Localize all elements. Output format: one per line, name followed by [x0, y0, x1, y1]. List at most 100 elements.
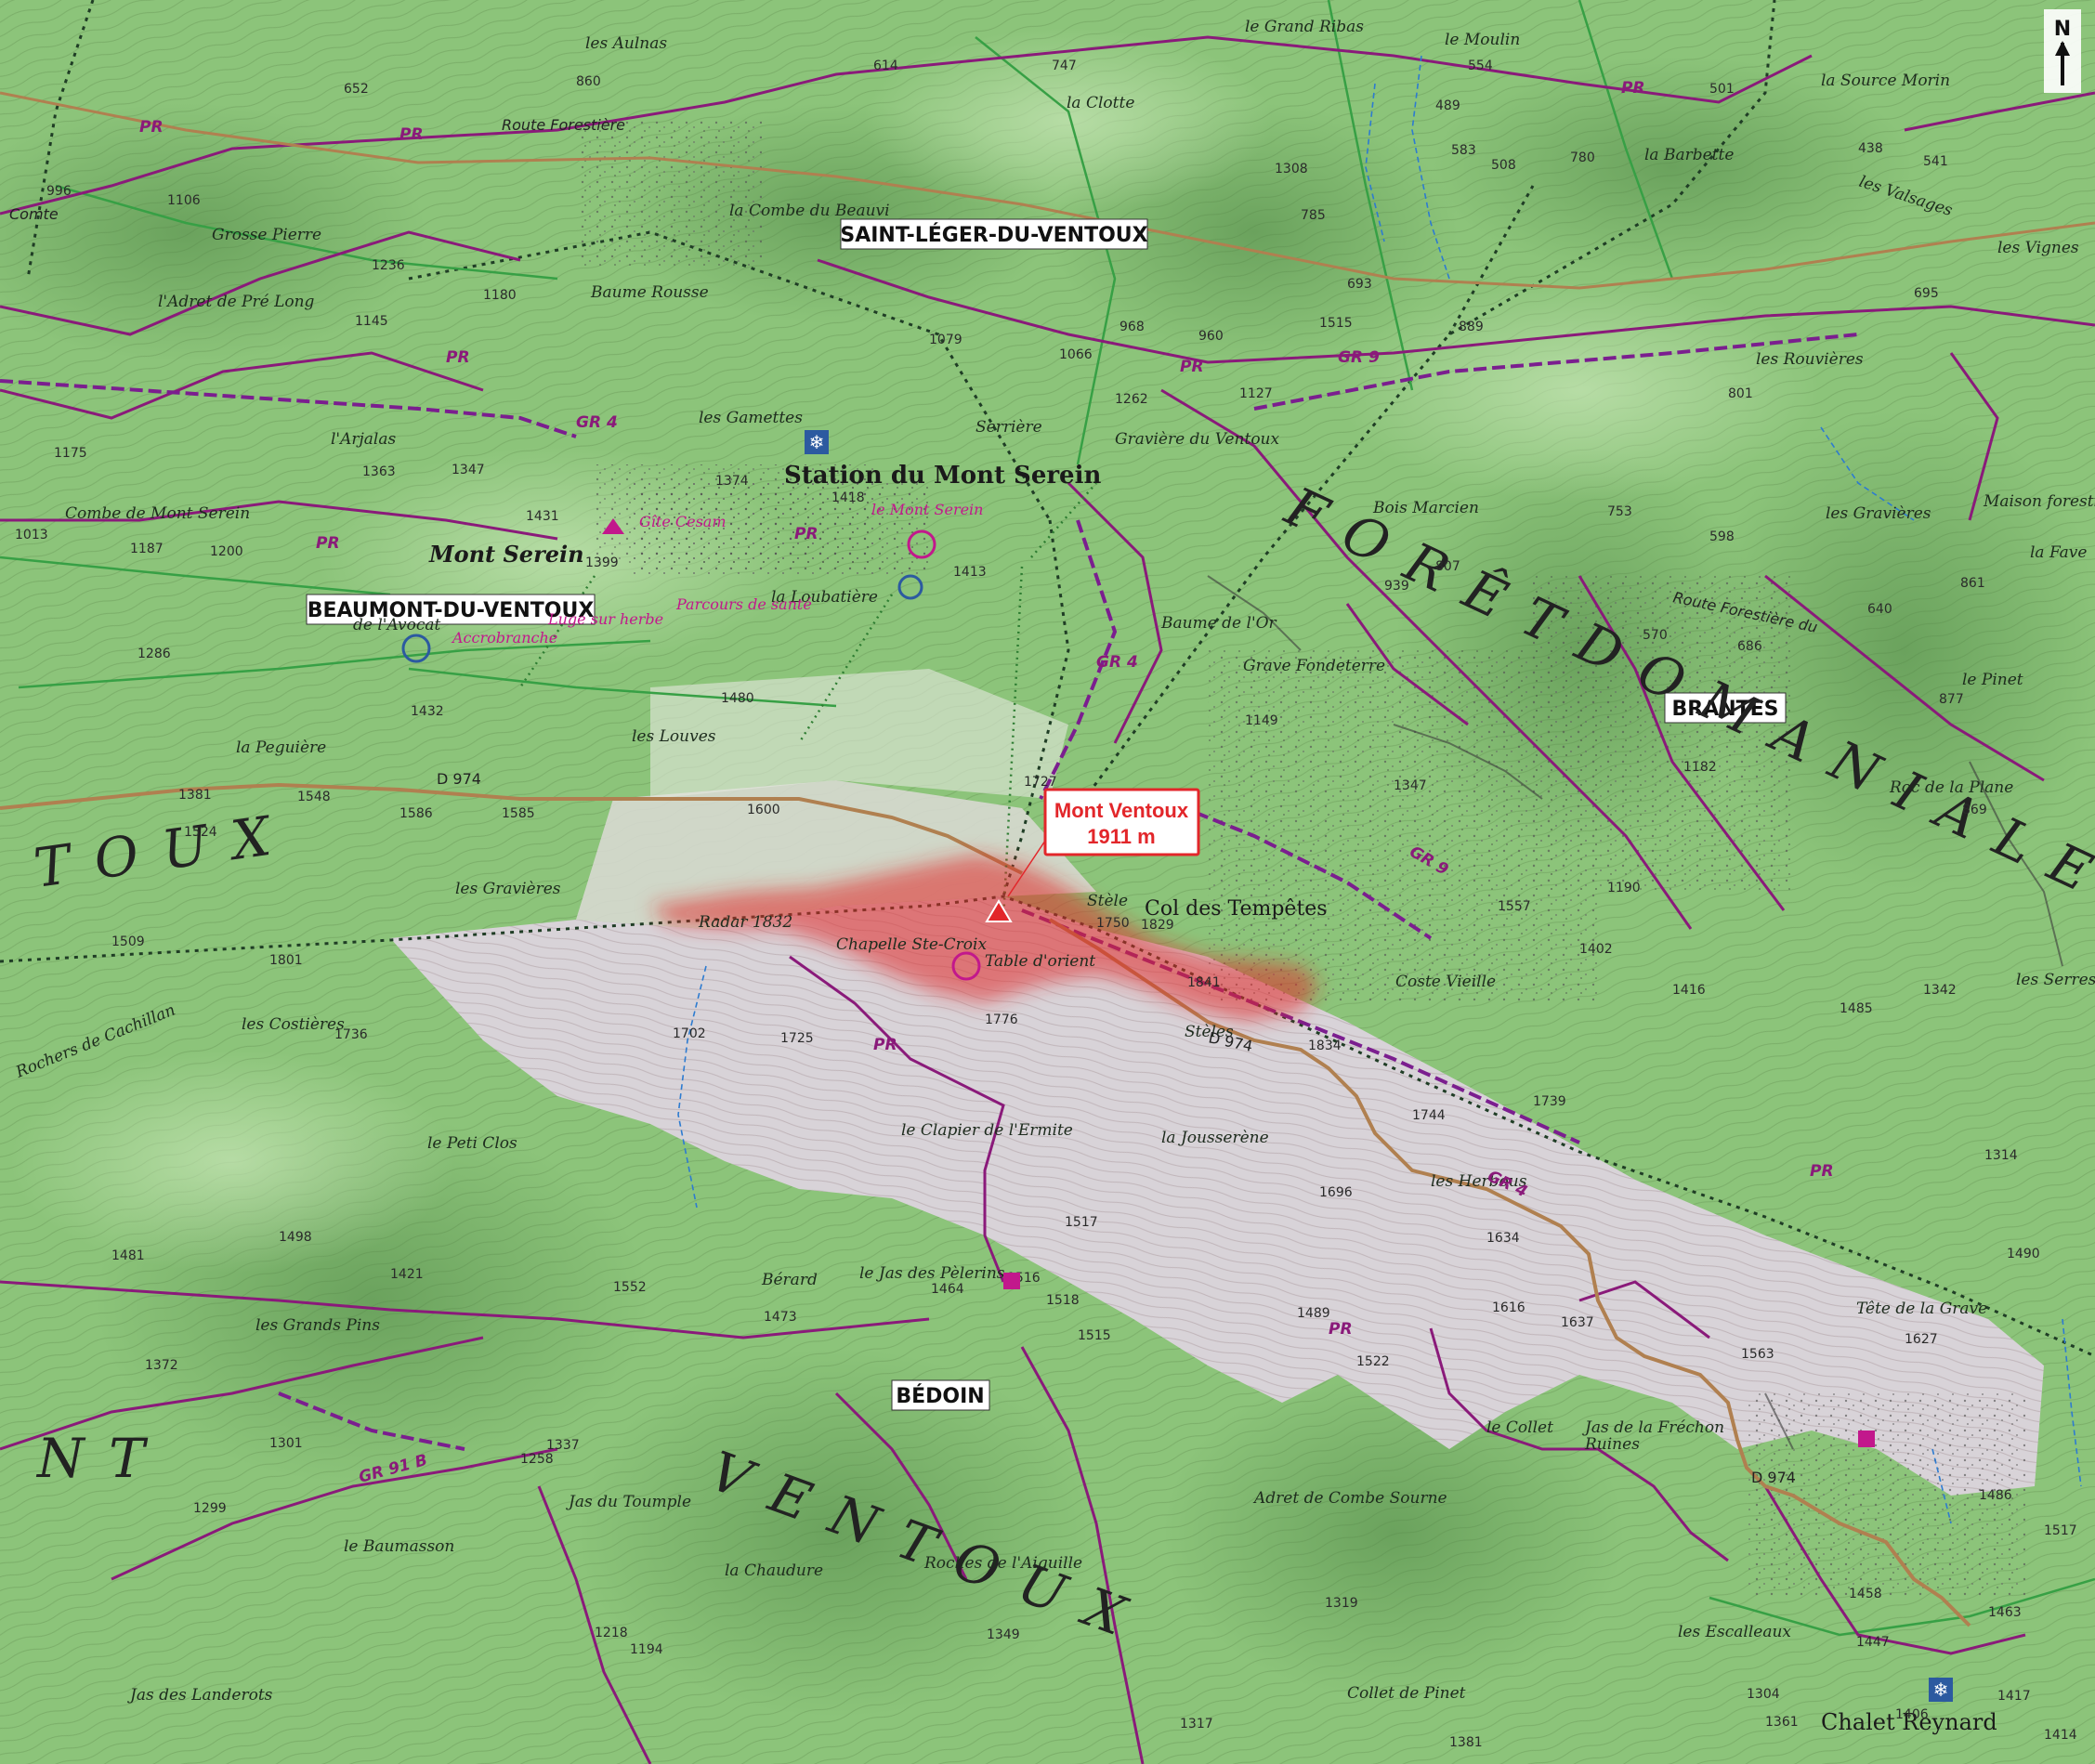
- elevation-label: 1841: [1187, 975, 1221, 990]
- elevation-label: 1413: [953, 565, 987, 580]
- svg-text:PR: PR: [446, 348, 470, 367]
- elevation-label: 1372: [145, 1358, 178, 1373]
- station-mont-serein: Station du Mont Serein: [784, 462, 1101, 490]
- elevation-label: 968: [1120, 320, 1145, 334]
- svg-text:Stèles: Stèles: [1185, 1023, 1234, 1041]
- ski-lifts: [518, 482, 1097, 921]
- svg-text:la Source Morin: la Source Morin: [1821, 72, 1950, 90]
- gite-icon: [602, 518, 624, 534]
- elevation-label: 1361: [1765, 1715, 1799, 1730]
- elevation-label: 640: [1867, 602, 1892, 617]
- elevation-label: 1702: [673, 1026, 706, 1041]
- svg-text:Bérard: Bérard: [761, 1271, 818, 1289]
- elevation-label: 1299: [193, 1501, 227, 1516]
- svg-text:Jas des Landerots: Jas des Landerots: [127, 1686, 273, 1705]
- svg-text:Table d'orient: Table d'orient: [985, 952, 1095, 971]
- elevation-label: 1834: [1308, 1039, 1342, 1053]
- elevation-label: 1498: [279, 1230, 312, 1245]
- svg-text:Route Forestière: Route Forestière: [502, 116, 625, 134]
- svg-text:PR: PR: [1329, 1320, 1353, 1339]
- elevation-label: 541: [1923, 154, 1948, 169]
- elevation-label: 860: [576, 74, 601, 89]
- elevation-label: 1106: [167, 193, 201, 208]
- elevation-label: 1218: [595, 1626, 628, 1640]
- chapel-icon: [1003, 1273, 1020, 1289]
- elevation-label: 1301: [269, 1436, 303, 1451]
- mont-serein: Mont Serein: [428, 541, 584, 568]
- elevation-label: 1801: [269, 953, 303, 968]
- elevation-label: 1522: [1356, 1354, 1390, 1369]
- summit-elevation: 1911 m: [1087, 825, 1155, 848]
- elevation-label: 1314: [1984, 1148, 2018, 1163]
- green-lines: [0, 0, 2095, 1637]
- svg-text:la Peguière: la Peguière: [236, 738, 326, 757]
- svg-text:❄: ❄: [809, 431, 825, 453]
- elevation-label: 1637: [1561, 1315, 1594, 1330]
- svg-text:PR: PR: [139, 118, 164, 137]
- elevation-label: 1349: [987, 1627, 1020, 1642]
- elevation-label: 1517: [2044, 1523, 2077, 1538]
- elevation-label: 1145: [355, 314, 388, 329]
- elevation-label: 1418: [831, 490, 865, 505]
- elevation-label: 1515: [1078, 1328, 1111, 1343]
- elevation-label: 889: [1459, 320, 1484, 334]
- svg-text:D 974: D 974: [437, 770, 481, 788]
- svg-text:Grosse Pierre: Grosse Pierre: [212, 226, 321, 244]
- elevation-label: 1421: [390, 1267, 424, 1282]
- water-lines: [677, 55, 2082, 1524]
- elevation-label: 1509: [111, 934, 145, 949]
- elevation-label: 1548: [297, 790, 331, 804]
- ski-lift-icon: [401, 634, 431, 663]
- col-des-tempetes: Col des Tempêtes: [1145, 897, 1328, 921]
- svg-text:N: N: [2054, 18, 2071, 41]
- elevation-label: 1515: [1319, 316, 1353, 331]
- svg-text:le Jas des Pèlerins: le Jas des Pèlerins: [859, 1264, 1005, 1283]
- elevation-label: 1347: [452, 463, 485, 477]
- chalet-reynard: Chalet Reynard: [1821, 1709, 1997, 1735]
- elevation-label: 1750: [1096, 916, 1130, 931]
- svg-text:le Mont Serein: le Mont Serein: [871, 501, 983, 518]
- svg-text:les Louves: les Louves: [632, 727, 716, 746]
- elevation-label: 583: [1451, 143, 1476, 158]
- elevation-label: 554: [1468, 59, 1493, 73]
- svg-text:Jas de la Fréchon: Jas de la Fréchon: [1582, 1418, 1724, 1437]
- elevation-label: 1374: [715, 474, 749, 489]
- svg-text:GR 4: GR 4: [576, 413, 618, 432]
- elevation-label: 1258: [520, 1452, 554, 1467]
- svg-text:la Fave: la Fave: [2030, 543, 2087, 562]
- elevation-label: 1236: [372, 258, 405, 273]
- elevation-label: 1489: [1297, 1306, 1330, 1321]
- svg-text:la Loubatière: la Loubatière: [771, 588, 878, 607]
- svg-text:les Serres: les Serres: [2016, 971, 2095, 989]
- elevation-label: 1485: [1840, 1001, 1873, 1016]
- svg-text:Chapelle Ste-Croix: Chapelle Ste-Croix: [836, 935, 987, 954]
- svg-text:Stèle: Stèle: [1087, 892, 1128, 910]
- elevation-label: 1464: [931, 1282, 964, 1297]
- viewpoint-icon: [907, 529, 936, 559]
- svg-text:Roches de l'Aiguille: Roches de l'Aiguille: [923, 1554, 1082, 1573]
- chapel-icon: [1858, 1431, 1875, 1447]
- village-labels: SAINT-LÉGER-DU-VENTOUX BEAUMONT-DU-VENTO…: [306, 218, 1787, 1411]
- svg-text:Accrobranche: Accrobranche: [451, 629, 557, 647]
- svg-text:Adret de Combe Sourne: Adret de Combe Sourne: [1252, 1489, 1447, 1508]
- elevation-label: 1149: [1245, 713, 1278, 728]
- elevation-label: 861: [1960, 576, 1985, 591]
- svg-text:les Aulnas: les Aulnas: [585, 34, 667, 53]
- svg-text:Gîte Cesam: Gîte Cesam: [639, 513, 727, 530]
- elevation-label: 1194: [630, 1642, 663, 1657]
- elevation-label: 693: [1347, 277, 1372, 292]
- elevation-label: 1586: [399, 806, 433, 821]
- svg-text:les Herbous: les Herbous: [1431, 1172, 1527, 1191]
- elevation-label: 686: [1737, 639, 1762, 654]
- elevation-label: 1406: [1895, 1707, 1929, 1722]
- elevation-label: 1363: [362, 464, 396, 479]
- elevation-label: 747: [1052, 59, 1077, 73]
- north-arrow: N: [2044, 9, 2081, 93]
- svg-text:PR: PR: [794, 525, 818, 543]
- svg-text:le Pinet: le Pinet: [1962, 671, 2023, 689]
- svg-text:le Collet: le Collet: [1486, 1418, 1553, 1437]
- svg-text:le Peti Clos: le Peti Clos: [427, 1134, 517, 1153]
- snowflake-icon: ❄: [805, 430, 829, 454]
- svg-text:la Jousserène: la Jousserène: [1161, 1129, 1269, 1147]
